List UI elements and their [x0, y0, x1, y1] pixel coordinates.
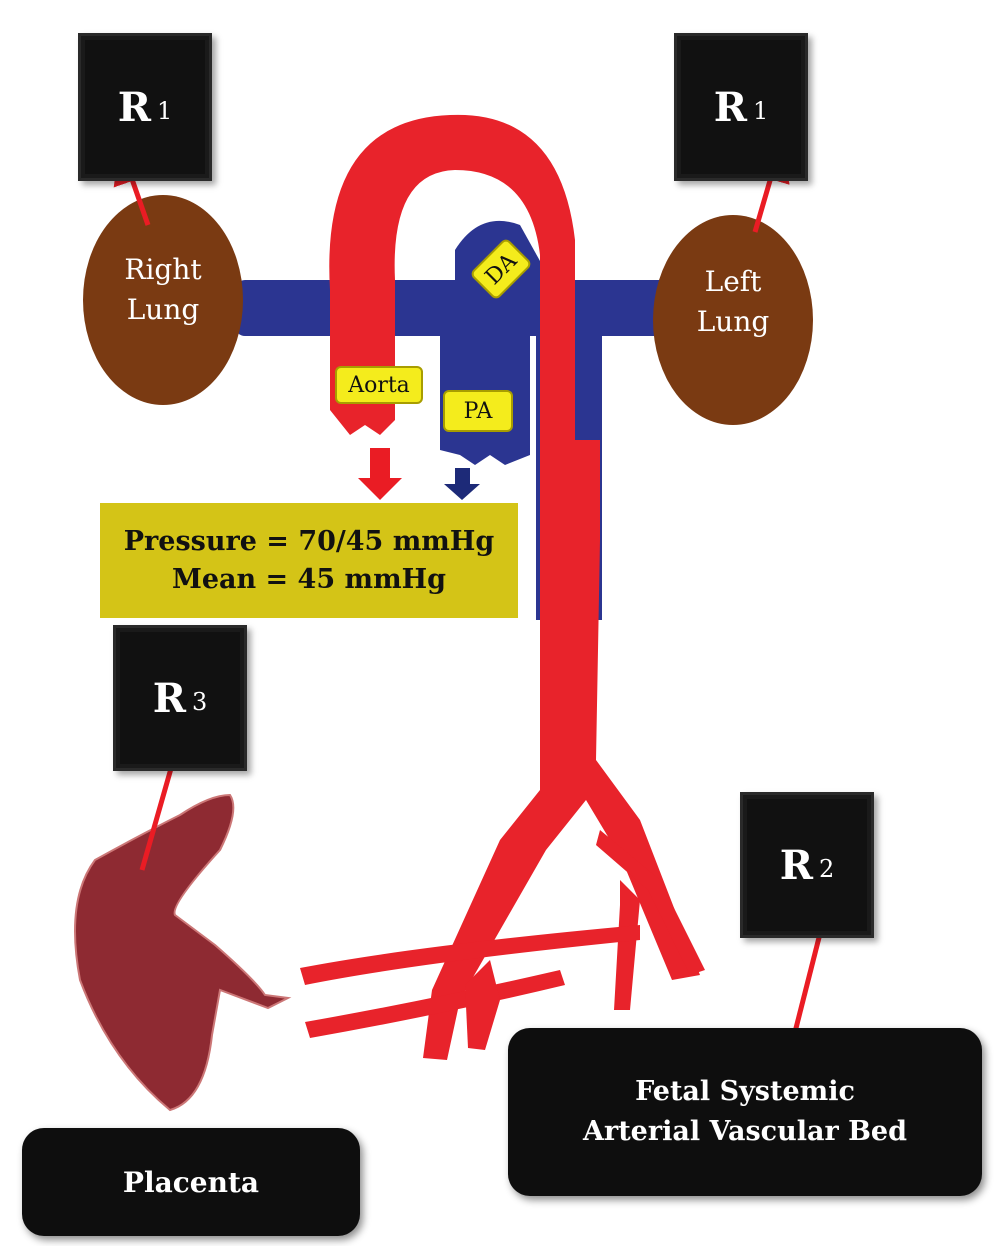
placenta — [74, 793, 292, 1112]
pa-flow-arrow — [444, 468, 480, 500]
right-lung-label-line1: Right — [124, 253, 202, 286]
left-lung-label: Left Lung — [673, 262, 793, 342]
pulmonary-artery-stem — [440, 300, 530, 465]
r1-left-sub: 1 — [752, 97, 769, 125]
pressure-line: Pressure = 70/45 mmHg — [123, 525, 495, 557]
systemic-label-line1: Fetal Systemic — [635, 1076, 855, 1107]
aorta-flow-arrow — [358, 448, 402, 500]
r3-sub: 3 — [191, 688, 208, 716]
left-lung-label-line2: Lung — [696, 305, 770, 338]
right-lung — [83, 195, 243, 405]
iliac-branch-mid — [614, 880, 640, 1010]
left-lung — [653, 215, 813, 425]
r1-right-sub: 1 — [156, 97, 173, 125]
iliac-branch-left — [596, 830, 705, 975]
r2-main: R — [779, 841, 813, 889]
pressure-box: Pressure = 70/45 mmHg Mean = 45 mmHg — [100, 503, 518, 618]
mean-pressure-line: Mean = 45 mmHg — [171, 563, 447, 595]
umbilical-artery-lower — [305, 970, 565, 1038]
r3-main: R — [152, 674, 186, 722]
pa-tag: PA — [443, 390, 513, 432]
pelvic-branch — [465, 960, 500, 1050]
r1-right-main: R — [117, 83, 151, 131]
placenta-label: Placenta — [122, 1165, 260, 1199]
r2-sub: 2 — [818, 855, 835, 883]
left-lung-label-line1: Left — [704, 265, 762, 298]
right-lung-label: Right Lung — [103, 250, 223, 330]
aorta-tag: Aorta — [335, 366, 423, 404]
descending-aorta — [423, 440, 700, 1060]
systemic-label-box: Fetal Systemic Arterial Vascular Bed — [508, 1028, 982, 1196]
right-lung-label-line2: Lung — [126, 293, 200, 326]
umbilical-artery-upper — [300, 925, 640, 985]
r1-left-main: R — [713, 83, 747, 131]
systemic-label-line2: Arterial Vascular Bed — [583, 1116, 907, 1147]
placenta-label-box: Placenta — [22, 1128, 360, 1236]
